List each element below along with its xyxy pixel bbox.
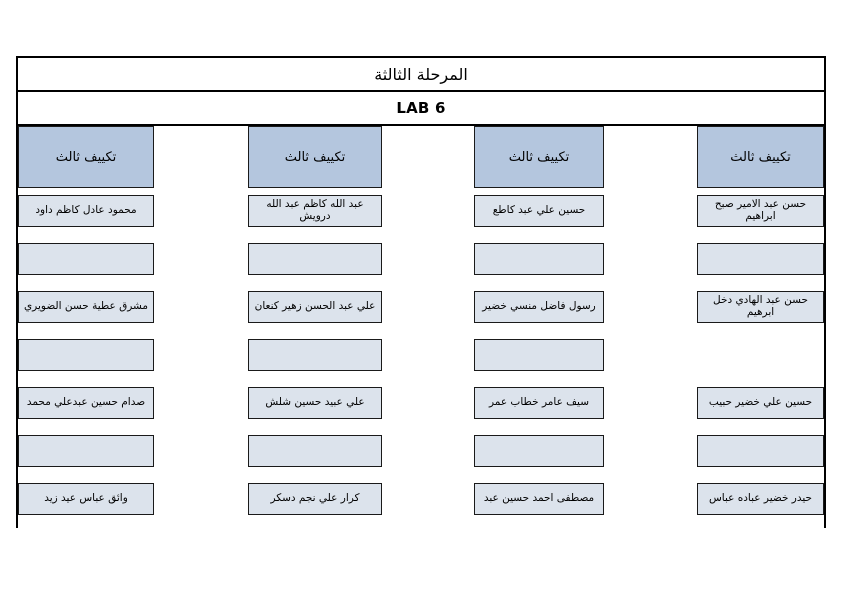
student-name-cell[interactable]: وائق عباس عيد زيد [18, 483, 154, 515]
student-name-cell[interactable]: صدام حسين عبدعلي محمد [18, 387, 154, 419]
student-name-cell[interactable]: مشرق عطية حسن الضويري [18, 291, 154, 323]
empty-name-cell[interactable] [474, 435, 604, 467]
student-name-cell[interactable]: سيف عامر خطاب عمر [474, 387, 604, 419]
student-name-cell[interactable]: حيدر خضير عباده عباس [697, 483, 824, 515]
empty-name-cell[interactable] [248, 339, 382, 371]
student-name-cell[interactable]: علي عبيد حسين شلش [248, 387, 382, 419]
student-name-cell[interactable]: رسول فاضل منسي خضير [474, 291, 604, 323]
column-header: تكييف ثالث [474, 126, 604, 188]
column-header: تكييف ثالث [697, 126, 824, 188]
empty-name-cell[interactable] [18, 339, 154, 371]
student-name-cell[interactable]: كرار علي نجم دسكر [248, 483, 382, 515]
student-name-cell[interactable]: حسين علي خضير حبيب [697, 387, 824, 419]
student-name-cell[interactable]: علي عبد الحسن زهير كنعان [248, 291, 382, 323]
empty-name-cell[interactable] [474, 243, 604, 275]
stage-title: المرحلة الثالثة [18, 58, 824, 92]
empty-name-cell[interactable] [18, 435, 154, 467]
empty-name-cell[interactable] [248, 243, 382, 275]
column-header: تكييف ثالث [248, 126, 382, 188]
student-name-cell[interactable]: عبد الله كاظم عبد الله درويش [248, 195, 382, 227]
student-grid: تكييف ثالث محمود عادل كاظم داود مشرق عطية … [18, 126, 824, 528]
student-name-cell[interactable]: حسين علي عبد كاطع [474, 195, 604, 227]
column-header: تكييف ثالث [18, 126, 154, 188]
student-name-cell[interactable]: مصطفى احمد حسين عبد [474, 483, 604, 515]
empty-name-cell[interactable] [697, 339, 824, 371]
lab-title: LAB 6 [18, 92, 824, 126]
empty-name-cell[interactable] [697, 243, 824, 275]
empty-name-cell[interactable] [697, 435, 824, 467]
empty-name-cell[interactable] [18, 243, 154, 275]
attendance-sheet: المرحلة الثالثة LAB 6 تكييف ثالث محمود عا… [16, 56, 826, 528]
student-name-cell[interactable]: حسن عبد الامير صبح ابراهيم [697, 195, 824, 227]
student-name-cell[interactable]: محمود عادل كاظم داود [18, 195, 154, 227]
empty-name-cell[interactable] [474, 339, 604, 371]
empty-name-cell[interactable] [248, 435, 382, 467]
student-name-cell[interactable]: حسن عبد الهادي دخل ابرهيم [697, 291, 824, 323]
